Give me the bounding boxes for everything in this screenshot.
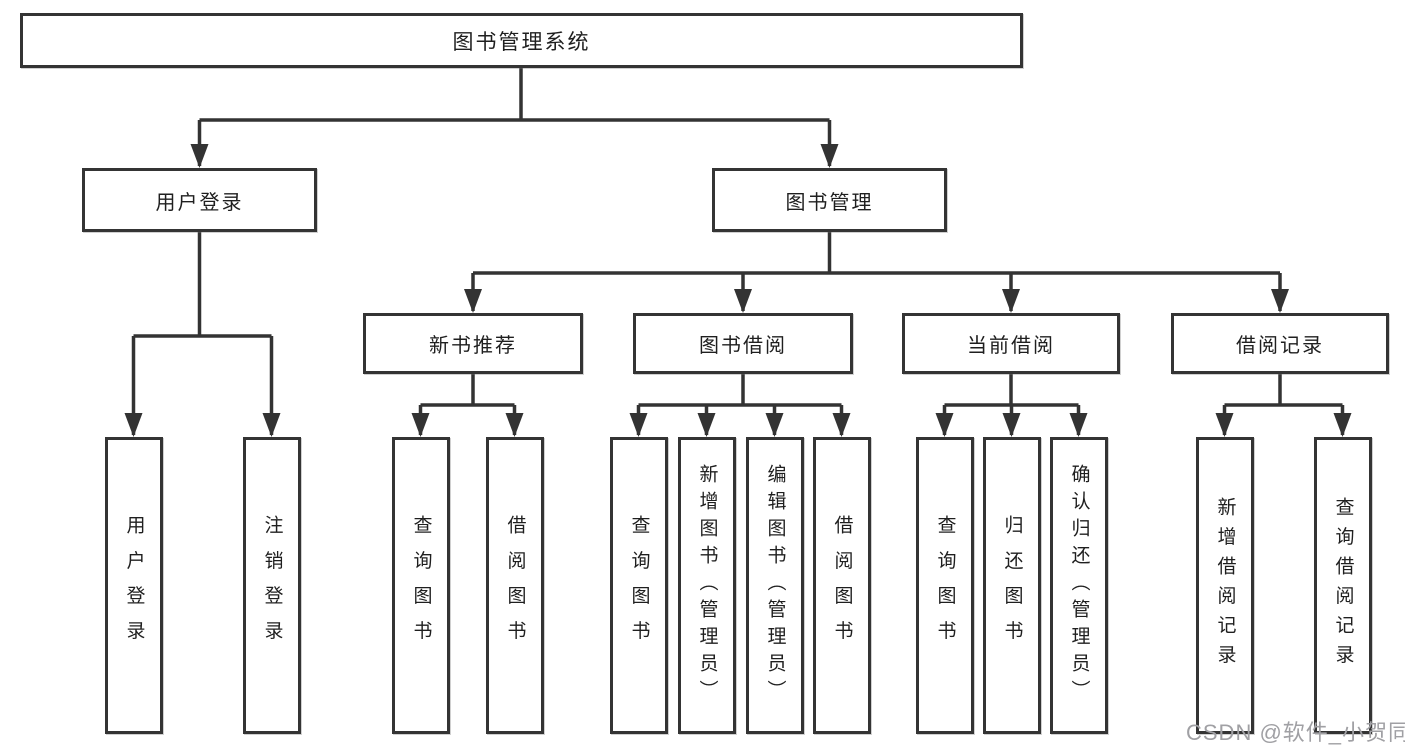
node-new-book-recommend: 新书推荐 — [363, 313, 583, 374]
arrowhead-bor-query — [629, 413, 648, 437]
leaf-borrow-books-recommend: 借阅图书 — [486, 437, 544, 734]
leaf-borrow-books: 借阅图书 — [813, 437, 871, 734]
leaf-return-books: 归还图书 — [983, 437, 1041, 734]
connector-root-split — [197, 68, 832, 166]
connector-borrow-split — [636, 374, 844, 435]
connector-records-split — [1222, 374, 1345, 435]
leaf-label: 查询图书 — [410, 515, 432, 656]
leaf-label: 借阅图书 — [504, 515, 526, 656]
leaf-label: 新增借阅记录 — [1214, 497, 1236, 674]
leaf-confirm-return-admin: 确认归还（管理员） — [1050, 437, 1108, 734]
arrowhead-recd-query — [1333, 413, 1352, 437]
node-borrow-records: 借阅记录 — [1171, 313, 1389, 374]
arrowhead-cur-query — [935, 413, 954, 437]
leaf-label: 借阅图书 — [831, 515, 853, 656]
arrowhead-bor-add — [697, 413, 716, 437]
leaf-user-login: 用户登录 — [105, 437, 163, 734]
node-label: 图书管理系统 — [452, 30, 591, 54]
leaf-query-books-current: 查询图书 — [916, 437, 974, 734]
node-library-management-system: 图书管理系统 — [20, 13, 1023, 68]
leaf-label: 查询图书 — [628, 515, 650, 656]
leaf-label: 归还图书 — [1001, 515, 1023, 656]
leaf-logout-login: 注销登录 — [243, 437, 301, 734]
arrowhead-current — [1002, 289, 1020, 313]
arrowhead-leaf-logout — [262, 413, 281, 437]
node-label: 图书借阅 — [699, 335, 787, 357]
arrowhead-bor-borrow — [832, 413, 851, 437]
leaf-edit-book-admin: 编辑图书（管理员） — [746, 437, 804, 734]
leaf-query-books-borrow: 查询图书 — [610, 437, 668, 734]
node-label: 借阅记录 — [1236, 335, 1324, 357]
node-label: 图书管理 — [785, 191, 874, 214]
arrowhead-records — [1271, 289, 1289, 313]
arrowhead-rec-query — [411, 413, 430, 437]
leaf-add-book-admin: 新增图书（管理员） — [678, 437, 736, 734]
leaf-label: 新增图书（管理员） — [696, 464, 718, 707]
leaf-add-borrow-record: 新增借阅记录 — [1196, 437, 1254, 734]
leaf-query-books-recommend: 查询图书 — [392, 437, 450, 734]
leaf-label: 确认归还（管理员） — [1068, 464, 1090, 707]
node-book-management-branch: 图书管理 — [712, 168, 947, 232]
arrowhead-mgmt-branch — [820, 144, 839, 168]
arrowhead-cur-confirm — [1069, 413, 1088, 437]
connector-mgmt-split — [471, 232, 1282, 311]
leaf-label: 编辑图书（管理员） — [764, 464, 786, 707]
leaf-label: 注销登录 — [261, 515, 283, 656]
leaf-label: 用户登录 — [123, 515, 145, 656]
connector-user-split — [131, 232, 274, 435]
arrowhead-borrow — [734, 289, 752, 313]
arrowhead-bor-edit — [765, 413, 784, 437]
node-book-borrow: 图书借阅 — [633, 313, 853, 374]
arrowhead-recd-add — [1215, 413, 1234, 437]
node-label: 用户登录 — [155, 191, 244, 214]
connector-recommend-split — [418, 374, 517, 435]
node-current-borrow: 当前借阅 — [902, 313, 1120, 374]
arrowhead-rec-borrow — [505, 413, 524, 437]
leaf-label: 查询图书 — [934, 515, 956, 656]
node-label: 新书推荐 — [429, 335, 517, 357]
arrowhead-leaf-user-login — [124, 413, 143, 437]
csdn-watermark: CSDN @软件_小贺同学 — [1186, 720, 1405, 745]
arrowhead-cur-return — [1002, 413, 1021, 437]
leaf-label: 查询借阅记录 — [1332, 497, 1354, 674]
leaf-query-borrow-record: 查询借阅记录 — [1314, 437, 1372, 734]
arrowhead-recommend — [464, 289, 482, 313]
node-user-login-branch: 用户登录 — [82, 168, 317, 232]
arrowhead-user-branch — [190, 144, 209, 168]
node-label: 当前借阅 — [967, 335, 1055, 357]
